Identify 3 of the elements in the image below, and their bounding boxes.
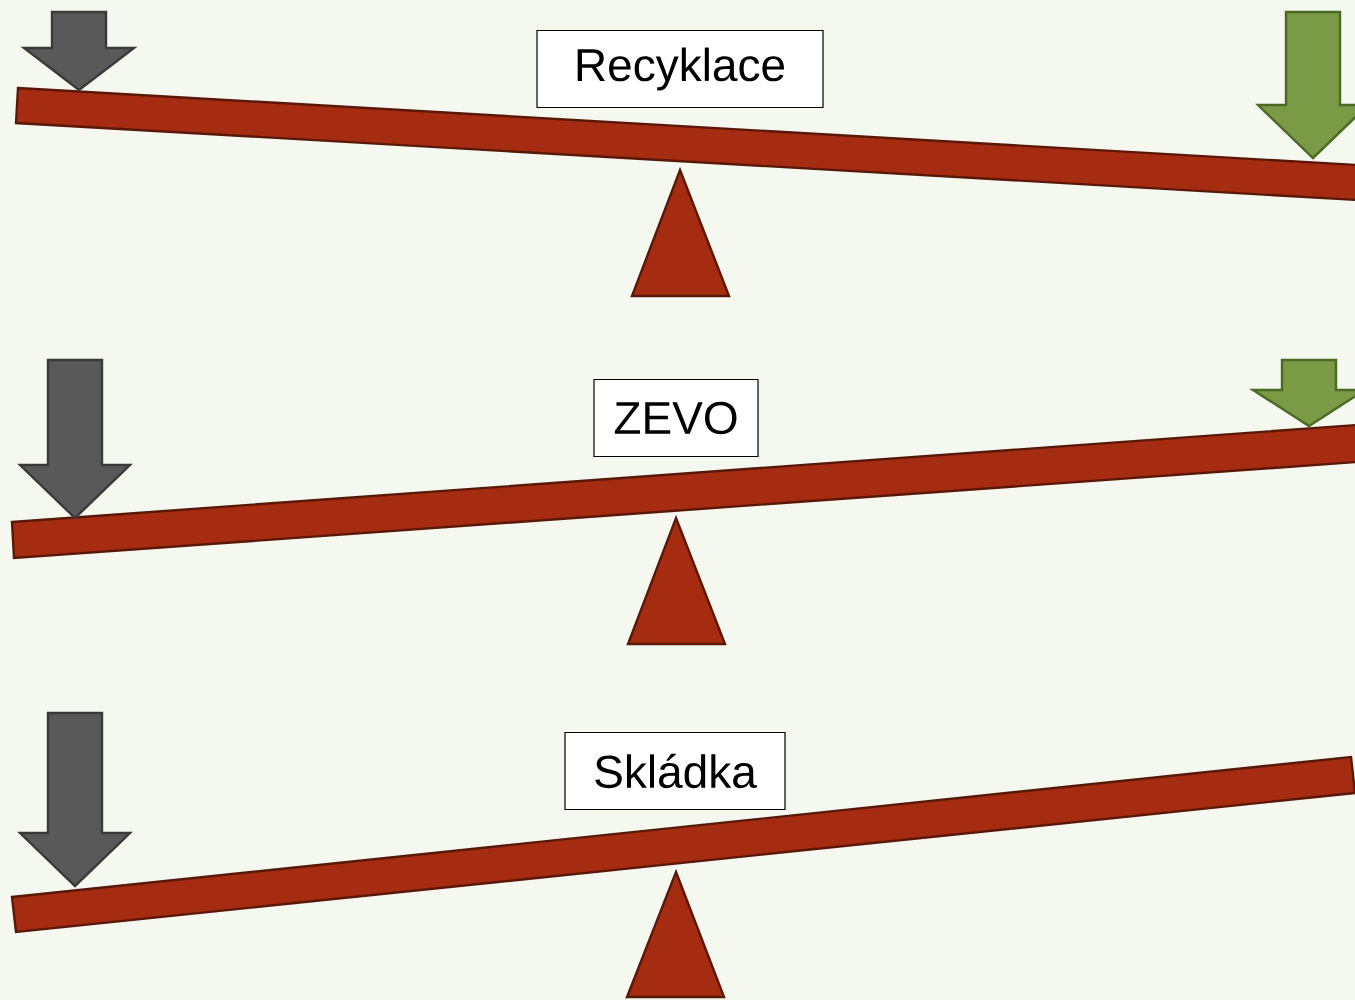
label-box: Skládka [564,731,786,811]
label-box: ZEVO [593,378,759,458]
label-box: Recyklace [536,29,824,109]
